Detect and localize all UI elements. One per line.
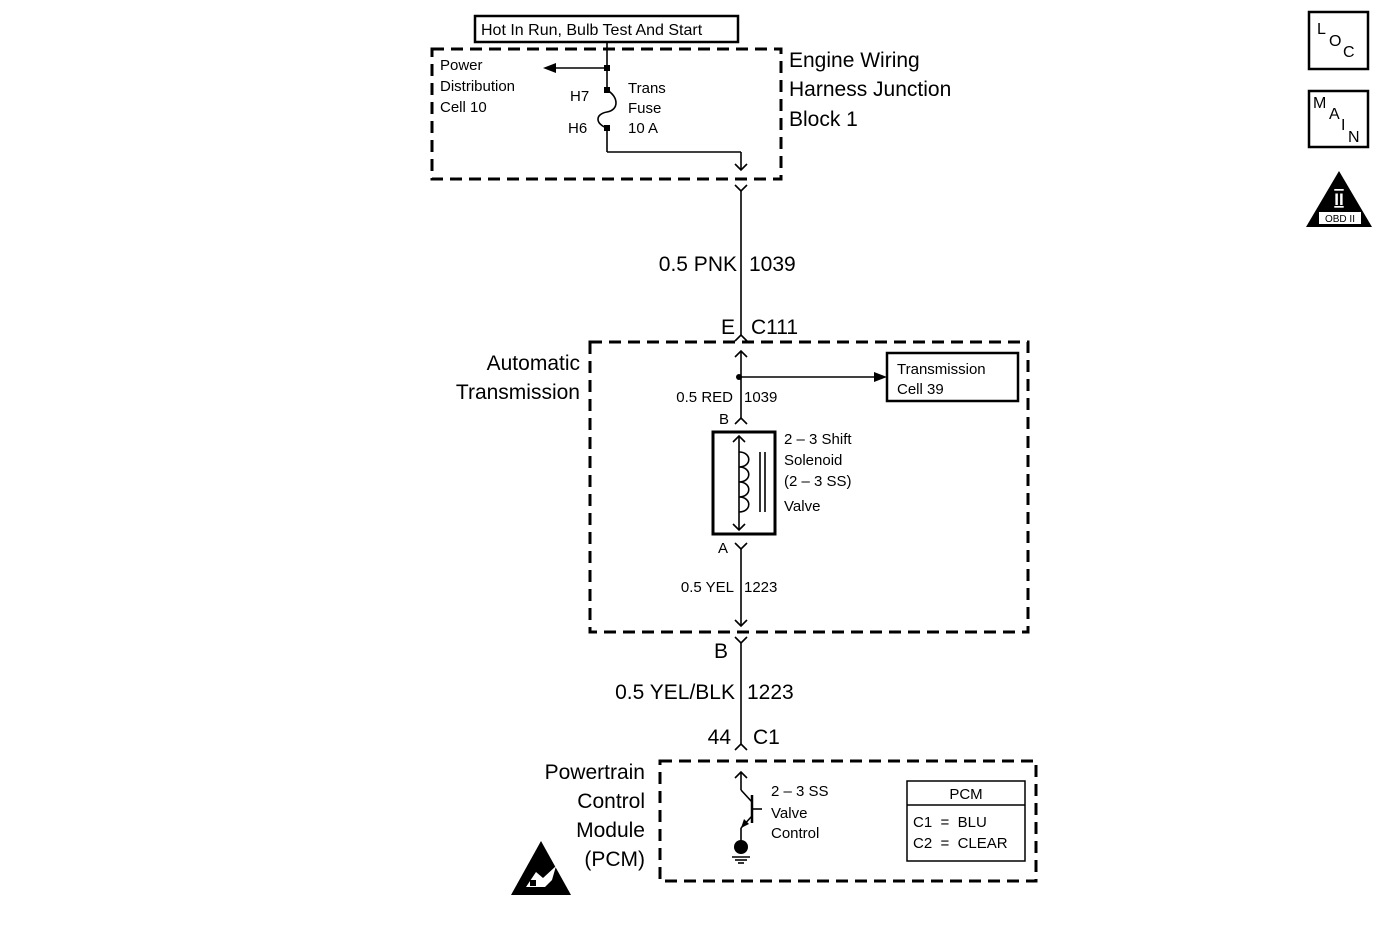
svg-text:Harness Junction: Harness Junction [789,78,951,101]
c111-pin: E [721,316,735,339]
svg-text:Fuse: Fuse [628,100,661,117]
svg-text:Control: Control [771,825,819,842]
valve-control-label: 2 – 3 SS Valve Control [771,783,829,842]
transmission-cell-ref[interactable]: Transmission Cell 39 [885,351,1020,403]
c111-connector: C111 [751,316,798,339]
main-button[interactable]: M A I N [1307,89,1370,149]
wire-pnk-circuit: 1039 [749,253,796,276]
svg-text:Control: Control [577,790,645,813]
pcm-table-row: C1 = BLU [913,814,987,831]
svg-text:2 – 3 SS: 2 – 3 SS [771,783,829,800]
solenoid-pin-b: B [719,411,729,428]
solenoid-pin-a: A [718,540,728,557]
junction-block-name: Engine Wiring Harness Junction Block 1 [789,49,951,131]
shift-solenoid-icon [711,430,777,536]
pin-h6: H6 [568,120,587,137]
svg-text:Cell 10: Cell 10 [440,99,487,116]
loc-letter-l: L [1317,21,1326,38]
loc-letter-c: C [1343,44,1355,61]
pcm-name: Powertrain Control Module (PCM) [545,761,645,871]
svg-text:Module: Module [576,819,645,842]
svg-text:Valve: Valve [771,805,807,822]
loc-button[interactable]: L O C [1307,10,1370,71]
wire-yel-circuit: 1223 [744,579,777,596]
svg-text:Valve: Valve [784,498,820,515]
solenoid-label: 2 – 3 Shift Solenoid (2 – 3 SS) Valve [784,431,852,515]
svg-text:Hot In Run, Bulb Test And Star: Hot In Run, Bulb Test And Start [481,22,703,39]
arrow-to-pdc-icon [543,63,556,73]
pcm-table-row: C2 = CLEAR [913,835,1008,852]
c1-connector: C1 [753,726,780,749]
main-letter-n: N [1348,129,1360,146]
trans-fuse-label: Trans Fuse 10 A [628,80,666,137]
svg-text:Solenoid: Solenoid [784,452,842,469]
svg-text:Block 1: Block 1 [789,108,858,131]
svg-text:Distribution: Distribution [440,78,515,95]
wire-yel-blk-gauge: 0.5 YEL/BLK [615,681,735,704]
wire-yel-gauge: 0.5 YEL [681,579,734,596]
transistor-icon [734,770,762,846]
pin-h7: H7 [570,88,589,105]
obd-label: OBD II [1325,214,1355,225]
main-letter-i: I [1341,117,1345,134]
svg-text:Transmission: Transmission [897,361,986,378]
svg-text:Trans: Trans [628,80,666,97]
svg-text:Transmission: Transmission [456,381,580,404]
wire-red-gauge: 0.5 RED [676,389,733,406]
transmission-boundary [588,340,1030,634]
pcm-boundary [658,759,1038,883]
ground-icon [732,840,750,864]
svg-text:(PCM): (PCM) [584,848,645,871]
esd-warning-icon [511,841,571,895]
svg-text:Engine Wiring: Engine Wiring [789,49,920,72]
c1-pin: 44 [708,726,732,749]
wire-yel-blk-circuit: 1223 [747,681,794,704]
svg-text:Cell 39: Cell 39 [897,381,944,398]
source-label: Hot In Run, Bulb Test And Start [473,14,740,44]
loc-letter-o: O [1329,33,1341,50]
wire-pnk-gauge: 0.5 PNK [659,253,737,276]
pcm-connector-table: PCM C1 = BLU C2 = CLEAR [906,780,1026,862]
main-letter-a: A [1329,106,1340,123]
obd-numeral: II [1334,190,1343,209]
svg-text:10 A: 10 A [628,120,658,137]
fuse-icon [597,89,617,129]
main-letter-m: M [1313,95,1326,112]
svg-text:Automatic: Automatic [487,352,580,375]
svg-text:Powertrain: Powertrain [545,761,645,784]
wire-red-circuit: 1039 [744,389,777,406]
connector-b-pin: B [714,640,728,663]
transmission-name: Automatic Transmission [456,352,580,404]
svg-text:(2 – 3 SS): (2 – 3 SS) [784,473,852,490]
power-distribution-ref[interactable]: Power Distribution Cell 10 [440,57,515,116]
obd-ii-button[interactable]: II OBD II [1306,171,1372,227]
arrow-to-transmission-cell-icon [874,372,887,382]
svg-text:Power: Power [440,57,483,74]
pcm-table-title: PCM [949,786,982,803]
svg-text:2 – 3 Shift: 2 – 3 Shift [784,431,852,448]
